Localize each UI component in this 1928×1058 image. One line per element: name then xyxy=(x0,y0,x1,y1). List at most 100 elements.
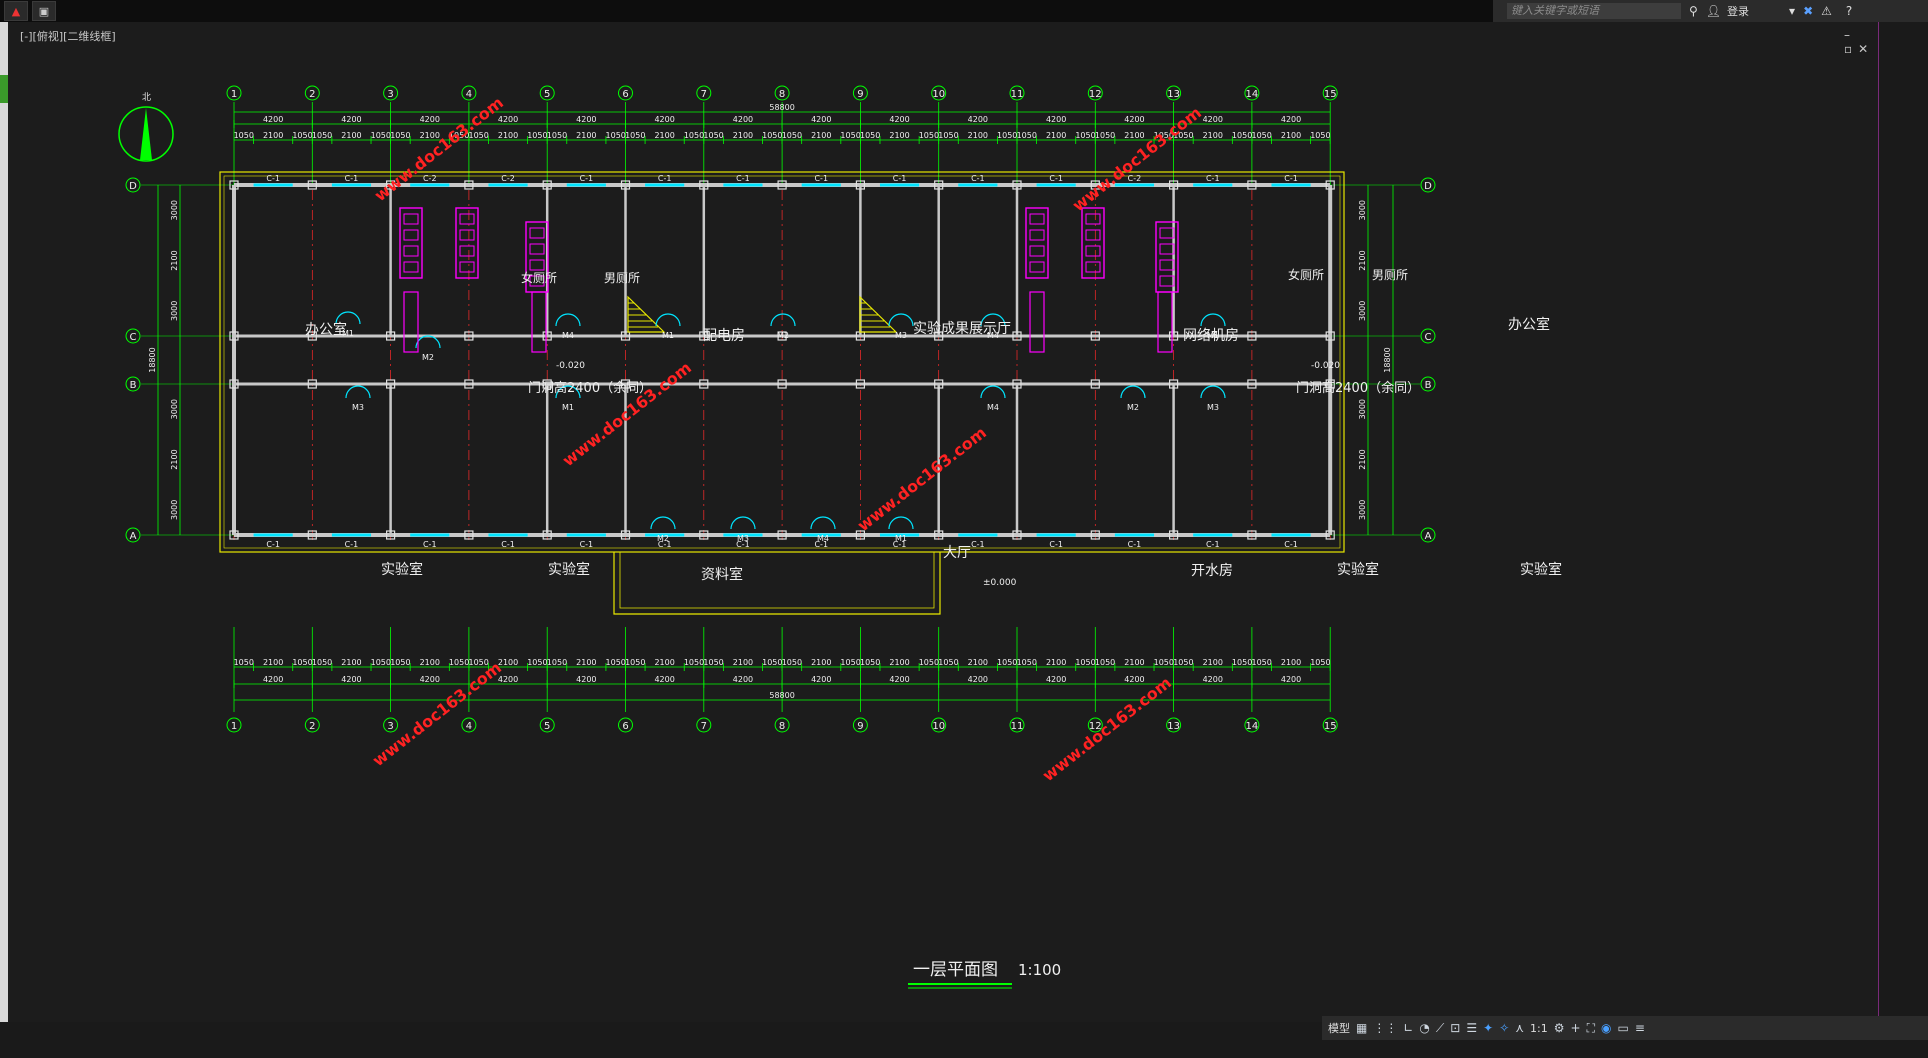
column xyxy=(1325,331,1335,341)
sub-dim: 1050 xyxy=(762,658,782,667)
sub-dim: 1050 xyxy=(840,131,860,140)
depth-dim: 3000 xyxy=(1358,200,1367,220)
search-input[interactable]: 键入关键字或短语 xyxy=(1507,3,1681,19)
axis-number: 2 xyxy=(309,721,315,732)
save-icon[interactable]: ▣ xyxy=(32,1,56,21)
clean-screen-icon[interactable]: ▭ xyxy=(1617,1021,1629,1035)
model-tab[interactable]: 模型 xyxy=(1328,1022,1350,1035)
toilet-fixture xyxy=(403,261,419,273)
hardware-accel-icon[interactable]: ◉ xyxy=(1600,1021,1612,1035)
sub-dim: 2100 xyxy=(1281,131,1301,140)
annotation-visibility-icon[interactable]: ✧ xyxy=(1499,1021,1510,1035)
door-height-note-left: 门洞高2400（余同） xyxy=(528,380,652,396)
snap-toggle-icon[interactable]: ⋮⋮ xyxy=(1373,1021,1398,1035)
customize-icon[interactable]: ≡ xyxy=(1634,1021,1645,1035)
sub-dim: 1050 xyxy=(547,658,567,667)
bay-dim: 4200 xyxy=(1281,115,1301,124)
door xyxy=(655,313,681,327)
viewport-window-controls[interactable]: –▫✕ xyxy=(1844,28,1875,56)
login-button[interactable]: 登录 xyxy=(1727,5,1750,18)
sub-dim: 2100 xyxy=(341,131,361,140)
sub-dim: 1050 xyxy=(1232,131,1252,140)
sub-dim: 1050 xyxy=(1232,658,1252,667)
room-label-layer: 办公室 办公室 女厕所 男厕所 女厕所 男厕所 配电房 实验成果展示厅 网络机房… xyxy=(305,267,1562,588)
object-snap-icon[interactable]: ⊡ xyxy=(1450,1021,1461,1035)
sub-dim: 2100 xyxy=(420,658,440,667)
window-label: C-1 xyxy=(345,174,359,183)
grid-toggle-icon[interactable]: ▦ xyxy=(1356,1021,1368,1035)
watermark: www.doc163.com xyxy=(371,93,507,205)
app-menu-icon[interactable]: ▲ xyxy=(4,1,28,21)
axis-number: 14 xyxy=(1246,89,1259,100)
sub-dim: 1050 xyxy=(938,658,958,667)
ortho-icon[interactable]: ∟ xyxy=(1403,1021,1414,1035)
sub-dim: 2100 xyxy=(968,658,988,667)
dropdown-icon[interactable]: ▾ xyxy=(1789,4,1796,18)
annotation-scale-icon[interactable]: ⋏ xyxy=(1515,1021,1525,1035)
sub-dim: 1050 xyxy=(1075,131,1095,140)
fixture-layer xyxy=(399,207,1179,353)
bay-dim: 4200 xyxy=(968,115,988,124)
sub-dim: 2100 xyxy=(889,131,909,140)
outer-outline-inner xyxy=(223,175,1341,549)
column xyxy=(855,379,866,389)
annotation-icon[interactable]: ✦ xyxy=(1483,1021,1494,1035)
window-label: C-1 xyxy=(1206,174,1220,183)
sub-dim: 2100 xyxy=(733,131,753,140)
window-label: C-1 xyxy=(423,540,437,549)
gear-icon[interactable]: ⚙ xyxy=(1553,1021,1565,1035)
sub-dim: 1050 xyxy=(1095,658,1115,667)
door-label: M2 xyxy=(777,331,789,340)
outer-outline xyxy=(219,171,1345,553)
annotation-scale[interactable]: 1:1 xyxy=(1530,1021,1548,1035)
column xyxy=(229,331,239,341)
status-bar: 模型 ▦ ⋮⋮ ∟ ◔ ⟋ ⊡ ☰ ✦ ✧ ⋏ 1:1 ⚙ + ⛶ ◉ ▭ ≡ xyxy=(1322,1016,1928,1040)
toilet-fixture xyxy=(529,227,545,239)
door-label: M1 xyxy=(562,403,574,412)
isodraft-icon[interactable]: ⟋ xyxy=(1435,1020,1445,1035)
bay-dim: 4200 xyxy=(1203,675,1223,684)
axis-letter: C xyxy=(1425,332,1432,343)
bay-dim: 4200 xyxy=(341,675,361,684)
window-label: C-1 xyxy=(814,540,828,549)
help-icon[interactable]: ? xyxy=(1845,4,1853,18)
axis-number: 2 xyxy=(309,89,315,100)
sub-dim: 1050 xyxy=(1173,658,1193,667)
column xyxy=(542,379,552,389)
door-label: M1 xyxy=(895,534,907,543)
sub-dim: 2100 xyxy=(498,658,518,667)
binoculars-icon[interactable]: ⚲ xyxy=(1689,4,1698,18)
sub-dim: 1050 xyxy=(860,658,880,667)
axis-bubble xyxy=(1322,717,1338,733)
door xyxy=(1120,385,1146,399)
connect-icon[interactable]: ⚠ xyxy=(1821,4,1832,18)
polar-icon[interactable]: ◔ xyxy=(1419,1021,1430,1035)
depth-dim: 3000 xyxy=(170,399,179,419)
depth-dim: 2100 xyxy=(170,449,179,469)
sub-dim: 1050 xyxy=(625,131,645,140)
sub-dim: 2100 xyxy=(341,658,361,667)
plus-icon[interactable]: + xyxy=(1570,1021,1581,1035)
door xyxy=(1200,385,1226,399)
lineweight-icon[interactable]: ☰ xyxy=(1466,1021,1478,1035)
viewport-label[interactable]: [-][俯视][二维线框] xyxy=(20,30,116,43)
exchange-icon[interactable]: ✖ xyxy=(1803,4,1814,18)
sub-dim: 1050 xyxy=(840,658,860,667)
axis-number: 11 xyxy=(1011,89,1024,100)
door-label: M3 xyxy=(737,534,749,543)
toilet-fixture xyxy=(403,229,419,241)
depth-dim: 2100 xyxy=(1358,250,1367,270)
column xyxy=(855,530,866,540)
axis-number: 10 xyxy=(932,721,945,732)
bay-dim: 4200 xyxy=(889,675,909,684)
axis-bubble xyxy=(1087,717,1103,733)
left-edge xyxy=(0,22,8,1022)
door xyxy=(980,313,1006,327)
axis-number: 7 xyxy=(701,721,707,732)
column xyxy=(1090,379,1100,389)
column xyxy=(1090,180,1100,190)
toilet-fixture xyxy=(403,213,419,225)
sub-dim: 2100 xyxy=(1046,658,1066,667)
isolate-icon[interactable]: ⛶ xyxy=(1586,1020,1595,1035)
